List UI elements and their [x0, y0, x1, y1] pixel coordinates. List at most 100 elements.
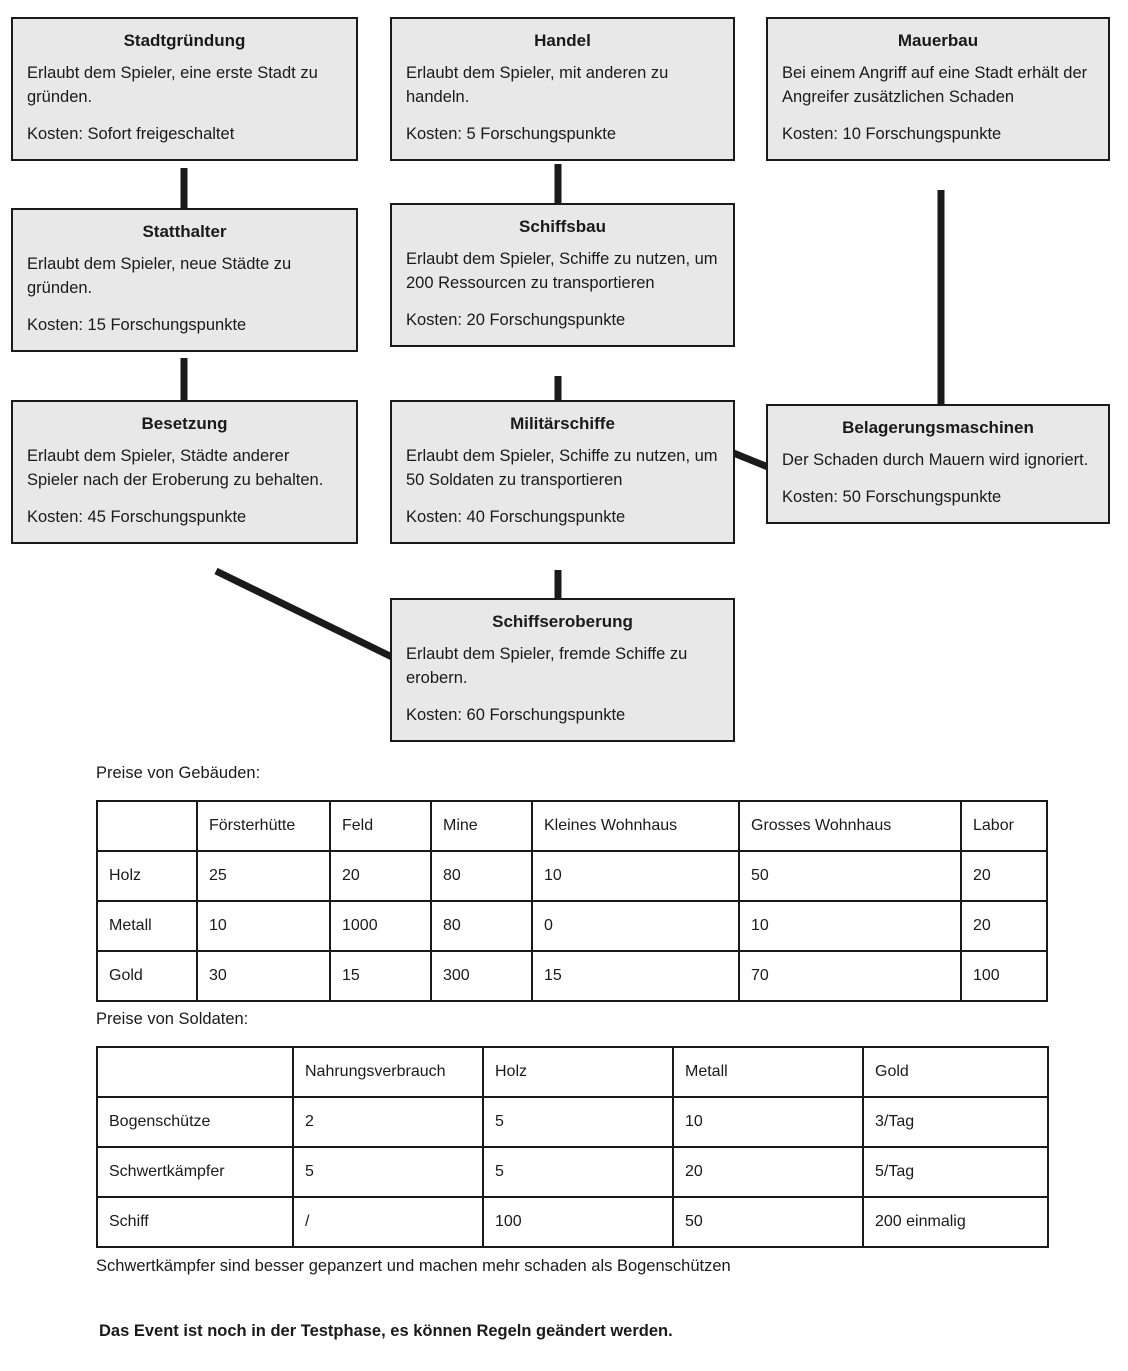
- tech-node-militaerschiffe[interactable]: Militärschiffe Erlaubt dem Spieler, Schi…: [390, 400, 735, 545]
- table-header-row: Nahrungsverbrauch Holz Metall Gold: [96, 1046, 1049, 1098]
- tech-node-cost: Kosten: 20 Forschungspunkte: [406, 311, 626, 330]
- column-header-kleines-wohnhaus: Kleines Wohnhaus: [531, 800, 740, 852]
- cell-value: 10: [738, 900, 962, 952]
- column-header-grosses-wohnhaus: Grosses Wohnhaus: [738, 800, 962, 852]
- cell-value: 3/Tag: [862, 1096, 1049, 1148]
- cell-value: 10: [196, 900, 331, 952]
- cell-value: 200 einmalig: [862, 1196, 1049, 1248]
- cell-value: 20: [329, 850, 432, 902]
- cell-value: 15: [329, 950, 432, 1002]
- cell-value: 20: [672, 1146, 864, 1198]
- cell-value: 50: [672, 1196, 864, 1248]
- tech-node-description: Bei einem Angriff auf eine Stadt erhält …: [782, 64, 1088, 107]
- tech-node-cost: Kosten: 60 Forschungspunkte: [406, 706, 626, 725]
- cell-value: 5: [482, 1146, 674, 1198]
- tech-node-cost: Kosten: Sofort freigeschaltet: [27, 125, 235, 144]
- tech-node-cost: Kosten: 10 Forschungspunkte: [782, 125, 1002, 144]
- cell-value: 70: [738, 950, 962, 1002]
- column-header-gold: Gold: [862, 1046, 1049, 1098]
- soldier-comparison-note: Schwertkämpfer sind besser gepanzert und…: [96, 1257, 731, 1275]
- column-header-foersterhuette: Försterhütte: [196, 800, 331, 852]
- table-row: Schiff / 100 50 200 einmalig: [96, 1196, 1049, 1248]
- table-row: Metall 10 1000 80 0 10 20: [96, 900, 1048, 952]
- cell-value: 20: [960, 850, 1048, 902]
- tech-node-title: Besetzung: [141, 414, 228, 433]
- tech-node-besetzung[interactable]: Besetzung Erlaubt dem Spieler, Städte an…: [11, 400, 358, 545]
- cell-value: 5/Tag: [862, 1146, 1049, 1198]
- column-header-mine: Mine: [430, 800, 533, 852]
- cell-value: 5: [292, 1146, 484, 1198]
- tech-node-description: Der Schaden durch Mauern wird ignoriert.: [782, 451, 1089, 470]
- column-header-labor: Labor: [960, 800, 1048, 852]
- cell-value: 10: [672, 1096, 864, 1148]
- row-label-metall: Metall: [96, 900, 198, 952]
- tech-node-title: Belagerungsmaschinen: [842, 418, 1034, 437]
- cell-value: /: [292, 1196, 484, 1248]
- cell-value: 20: [960, 900, 1048, 952]
- cell-value: 80: [430, 850, 533, 902]
- table-row: Gold 30 15 300 15 70 100: [96, 950, 1048, 1002]
- testphase-note: Das Event ist noch in der Testphase, es …: [99, 1322, 673, 1340]
- soldiers-price-table: Nahrungsverbrauch Holz Metall Gold Bogen…: [96, 1046, 1049, 1248]
- tech-node-title: Schiffseroberung: [492, 612, 633, 631]
- tech-node-cost: Kosten: 15 Forschungspunkte: [27, 316, 247, 335]
- row-label-bogenschuetze: Bogenschütze: [96, 1096, 294, 1148]
- tech-node-description: Erlaubt dem Spieler, mit anderen zu hand…: [406, 64, 669, 107]
- table-row: Schwertkämpfer 5 5 20 5/Tag: [96, 1146, 1049, 1198]
- tech-node-title: Militärschiffe: [510, 414, 615, 433]
- cell-value: 25: [196, 850, 331, 902]
- tech-node-description: Erlaubt dem Spieler, Schiffe zu nutzen, …: [406, 250, 718, 293]
- tech-node-mauerbau[interactable]: Mauerbau Bei einem Angriff auf eine Stad…: [766, 17, 1110, 162]
- tech-node-description: Erlaubt dem Spieler, Schiffe zu nutzen, …: [406, 447, 718, 490]
- tech-node-belagerungsmaschinen[interactable]: Belagerungsmaschinen Der Schaden durch M…: [766, 404, 1110, 525]
- row-label-holz: Holz: [96, 850, 198, 902]
- column-header-holz: Holz: [482, 1046, 674, 1098]
- cell-value: 1000: [329, 900, 432, 952]
- tech-node-title: Handel: [534, 31, 591, 50]
- column-header-metall: Metall: [672, 1046, 864, 1098]
- tech-node-description: Erlaubt dem Spieler, eine erste Stadt zu…: [27, 64, 318, 107]
- tech-node-schiffseroberung[interactable]: Schiffseroberung Erlaubt dem Spieler, fr…: [390, 598, 735, 743]
- tech-node-cost: Kosten: 5 Forschungspunkte: [406, 125, 617, 144]
- tech-node-description: Erlaubt dem Spieler, neue Städte zu grün…: [27, 255, 292, 298]
- cell-value: 15: [531, 950, 740, 1002]
- row-label-gold: Gold: [96, 950, 198, 1002]
- column-header-blank: [96, 1046, 294, 1098]
- column-header-nahrungsverbrauch: Nahrungsverbrauch: [292, 1046, 484, 1098]
- tech-tree: Stadtgründung Erlaubt dem Spieler, eine …: [11, 17, 1110, 743]
- tech-node-title: Stadtgründung: [123, 31, 246, 50]
- cell-value: 2: [292, 1096, 484, 1148]
- cell-value: 50: [738, 850, 962, 902]
- tech-node-title: Mauerbau: [897, 31, 979, 50]
- tech-node-title: Statthalter: [142, 222, 227, 241]
- cell-value: 30: [196, 950, 331, 1002]
- cell-value: 5: [482, 1096, 674, 1148]
- buildings-price-table: Försterhütte Feld Mine Kleines Wohnhaus …: [96, 800, 1048, 1002]
- tech-node-schiffsbau[interactable]: Schiffsbau Erlaubt dem Spieler, Schiffe …: [390, 203, 735, 348]
- tech-node-statthalter[interactable]: Statthalter Erlaubt dem Spieler, neue St…: [11, 208, 358, 353]
- table-row: Holz 25 20 80 10 50 20: [96, 850, 1048, 902]
- row-label-schwertkaempfer: Schwertkämpfer: [96, 1146, 294, 1198]
- tech-node-handel[interactable]: Handel Erlaubt dem Spieler, mit anderen …: [390, 17, 735, 162]
- buildings-table-caption: Preise von Gebäuden:: [96, 764, 261, 782]
- tech-node-cost: Kosten: 40 Forschungspunkte: [406, 508, 626, 527]
- table-header-row: Försterhütte Feld Mine Kleines Wohnhaus …: [96, 800, 1048, 852]
- tech-node-cost: Kosten: 45 Forschungspunkte: [27, 508, 247, 527]
- cell-value: 100: [960, 950, 1048, 1002]
- tech-node-stadtgruendung[interactable]: Stadtgründung Erlaubt dem Spieler, eine …: [11, 17, 358, 162]
- tech-node-description: Erlaubt dem Spieler, fremde Schiffe zu e…: [406, 645, 688, 688]
- cell-value: 0: [531, 900, 740, 952]
- soldiers-table-caption: Preise von Soldaten:: [96, 1010, 249, 1028]
- column-header-blank: [96, 800, 198, 852]
- cell-value: 300: [430, 950, 533, 1002]
- connector-besetzung-schiffseroberung: [214, 567, 394, 661]
- cell-value: 100: [482, 1196, 674, 1248]
- table-row: Bogenschütze 2 5 10 3/Tag: [96, 1096, 1049, 1148]
- tech-node-title: Schiffsbau: [519, 217, 606, 236]
- cell-value: 10: [531, 850, 740, 902]
- cell-value: 80: [430, 900, 533, 952]
- tech-node-cost: Kosten: 50 Forschungspunkte: [782, 488, 1002, 507]
- column-header-feld: Feld: [329, 800, 432, 852]
- row-label-schiff: Schiff: [96, 1196, 294, 1248]
